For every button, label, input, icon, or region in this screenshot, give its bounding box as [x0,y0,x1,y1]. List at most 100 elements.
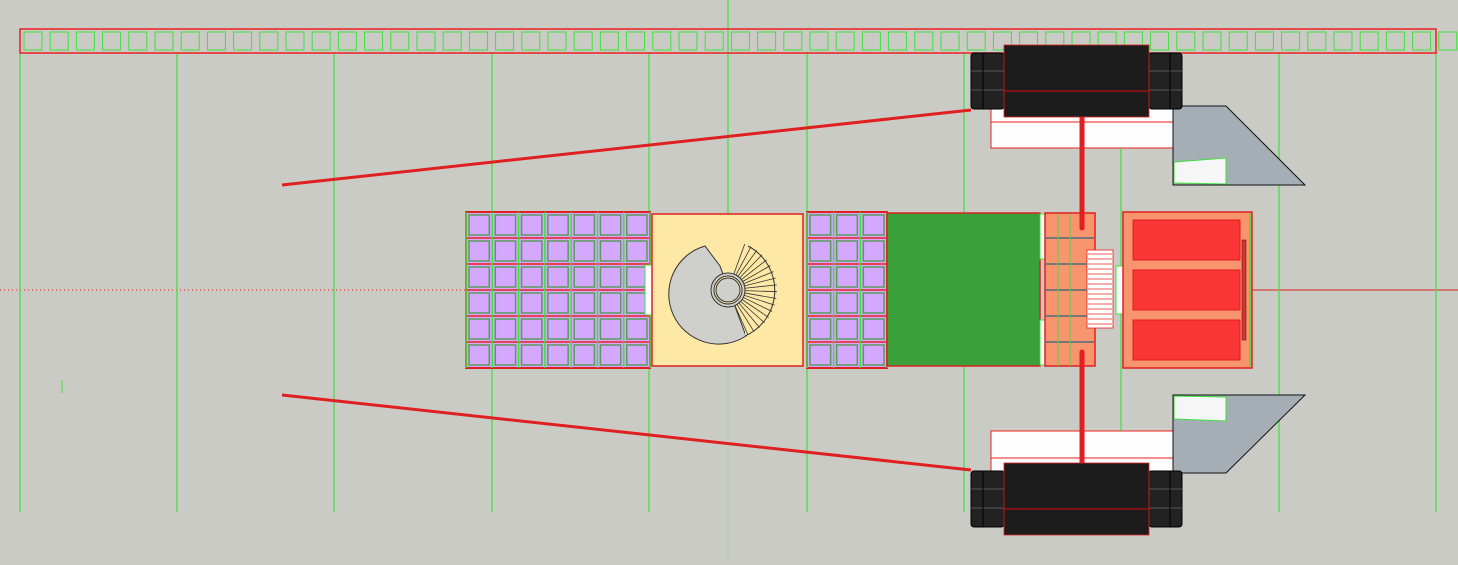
panel-cell [494,214,517,236]
panel-cell [494,292,517,314]
panel-cell [520,292,543,314]
panel-cell [835,292,859,314]
track-body [1003,462,1150,536]
lower-wedge-window [1173,395,1227,422]
panel-cell [625,344,648,366]
panel-cell [573,214,596,236]
panel-cell [520,266,543,288]
panel-cell [835,344,859,366]
rail-cell [102,31,122,51]
panel-cell [468,318,491,340]
panel-cell [573,240,596,262]
panel-cell [599,240,622,262]
panel-cell [547,292,569,314]
rail-cell [1254,31,1274,51]
rail-cell [573,31,593,51]
wheel-stack [1148,470,1183,528]
panel-cell [625,214,648,236]
rail-cell [442,31,462,51]
rail-cell [1385,31,1405,51]
wheel-stack [970,52,1005,110]
rail-cell [49,31,69,51]
lower-diagonal-cable [281,393,972,472]
rail-cell [495,31,515,51]
rail-cell [311,31,331,51]
red-bay-2[interactable] [1132,269,1241,311]
rail-cell [888,31,908,51]
rail-cell [154,31,174,51]
upper-track-unit[interactable] [970,44,1183,118]
rail-cell [364,31,384,51]
panel-cell [625,266,648,288]
panel-cell [809,214,832,236]
rail-cell [1307,31,1327,51]
panel-cell [599,266,622,288]
panel-cell [520,344,543,366]
spiral-staircase[interactable] [668,240,778,345]
rail-cell [835,31,855,51]
rail-cell [547,31,567,51]
panel-cell [599,344,622,366]
panel-cell [599,318,622,340]
panel-cell [468,240,491,262]
panel-cell [573,292,596,314]
panel-cell [599,292,622,314]
rail-cell [259,31,279,51]
panel-cell [862,344,885,366]
rail-cell [206,31,226,51]
rail-cell [233,31,253,51]
panel-cell [625,240,648,262]
panel-cell [520,214,543,236]
panel-cell [835,318,859,340]
panel-cell [625,318,648,340]
green-panel[interactable] [886,212,1041,367]
upper-wedge-window [1173,157,1227,185]
panel-cell [862,318,885,340]
rail-cell [626,31,646,51]
rail-cell [1333,31,1353,51]
rail-cell [1281,31,1301,51]
panel-cell [835,266,859,288]
wheel-stack [1148,52,1183,110]
panel-cell [835,240,859,262]
panel-cell [809,292,832,314]
rail-cell [757,31,777,51]
rail-cell [704,31,724,51]
rail-cell [1176,31,1196,51]
panel-cell [468,292,491,314]
rail-cell [416,31,436,51]
panel-cell [468,266,491,288]
panel-cell [547,318,569,340]
rail-cell [285,31,305,51]
track-body [1003,44,1150,118]
panel-cell [573,318,596,340]
panel-cell [547,240,569,262]
rail-cell [940,31,960,51]
rail-cell [521,31,541,51]
panel-cell [625,292,648,314]
lower-track-unit[interactable] [970,462,1183,536]
rail-cell [1438,31,1458,51]
panel-cell [862,214,885,236]
rail-cell [390,31,410,51]
rail-cell [1412,31,1432,51]
panel-cell [520,318,543,340]
panel-cell [547,214,569,236]
panel-cell [468,344,491,366]
panel-cell [494,240,517,262]
rail-cell [1202,31,1222,51]
rail-cell [966,31,986,51]
red-bay-3[interactable] [1132,319,1241,361]
panel-cell [809,266,832,288]
rail-cell [678,31,698,51]
wheel-stack [970,470,1005,528]
red-bay-1[interactable] [1132,219,1241,261]
rail-cell [180,31,200,51]
rail-cell [652,31,672,51]
panel-cell [862,266,885,288]
rail-cell [75,31,95,51]
panel-cell [468,214,491,236]
panel-cell [494,318,517,340]
